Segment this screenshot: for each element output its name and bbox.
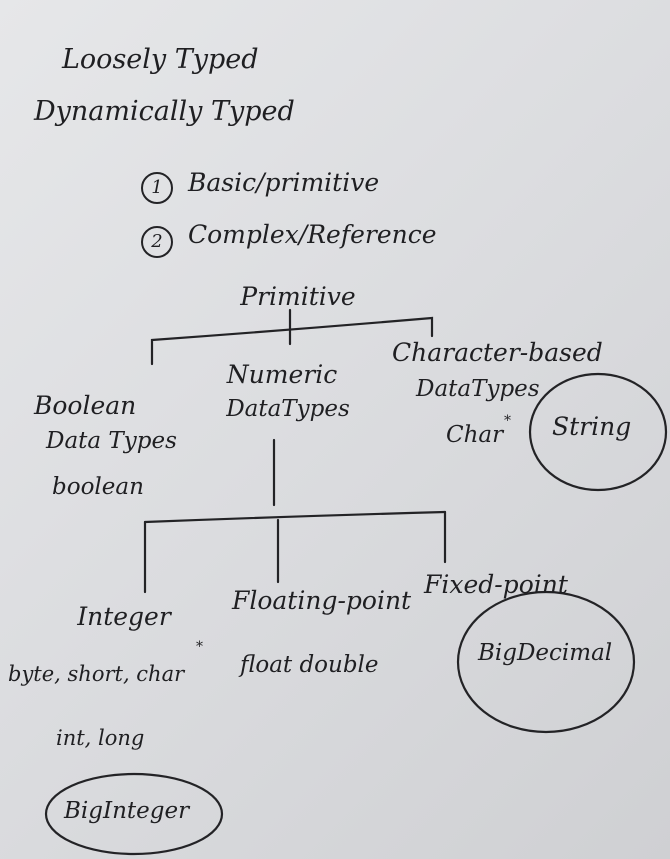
- category-number-2: 2: [141, 226, 173, 258]
- integer-types-line1: byte, short, char: [8, 662, 185, 686]
- integer-types-line2: int, long: [56, 726, 145, 750]
- char-type-label: Char: [446, 422, 504, 448]
- boolean-example: boolean: [52, 474, 144, 500]
- biginteger-label: BigInteger: [64, 798, 190, 824]
- char-note-marker: *: [504, 413, 511, 429]
- integer-char-note-marker: *: [196, 639, 203, 655]
- loosely-typed-text: Loosely Typed: [62, 44, 259, 75]
- fixed-point-title: Fixed-point: [424, 570, 568, 599]
- numeric-title: Numeric: [226, 360, 338, 389]
- biginteger-circle: [44, 772, 224, 856]
- dynamically-typed-text: Dynamically Typed: [34, 96, 295, 127]
- primitive-root-label: Primitive: [240, 282, 356, 311]
- character-datatypes-label: DataTypes: [416, 376, 540, 402]
- category-basic-primitive: Basic/primitive: [188, 168, 380, 197]
- primitive-branch-line: [150, 316, 434, 366]
- string-type-label: String: [552, 412, 632, 441]
- character-based-title: Character-based: [392, 338, 603, 367]
- bigdecimal-label: BigDecimal: [478, 640, 613, 666]
- boolean-title: Boolean: [34, 391, 137, 420]
- numeric-datatypes-label: DataTypes: [226, 396, 350, 422]
- numeric-branch-line: [143, 510, 447, 524]
- string-circle: [528, 372, 668, 492]
- floating-types: float double: [240, 652, 379, 678]
- category-number-1: 1: [141, 172, 173, 204]
- integer-title: Integer: [77, 602, 171, 631]
- boolean-datatypes-label: Data Types: [46, 428, 177, 454]
- floating-point-title: Floating-point: [232, 586, 412, 615]
- bigdecimal-circle: [456, 590, 636, 734]
- category-complex-reference: Complex/Reference: [188, 220, 437, 249]
